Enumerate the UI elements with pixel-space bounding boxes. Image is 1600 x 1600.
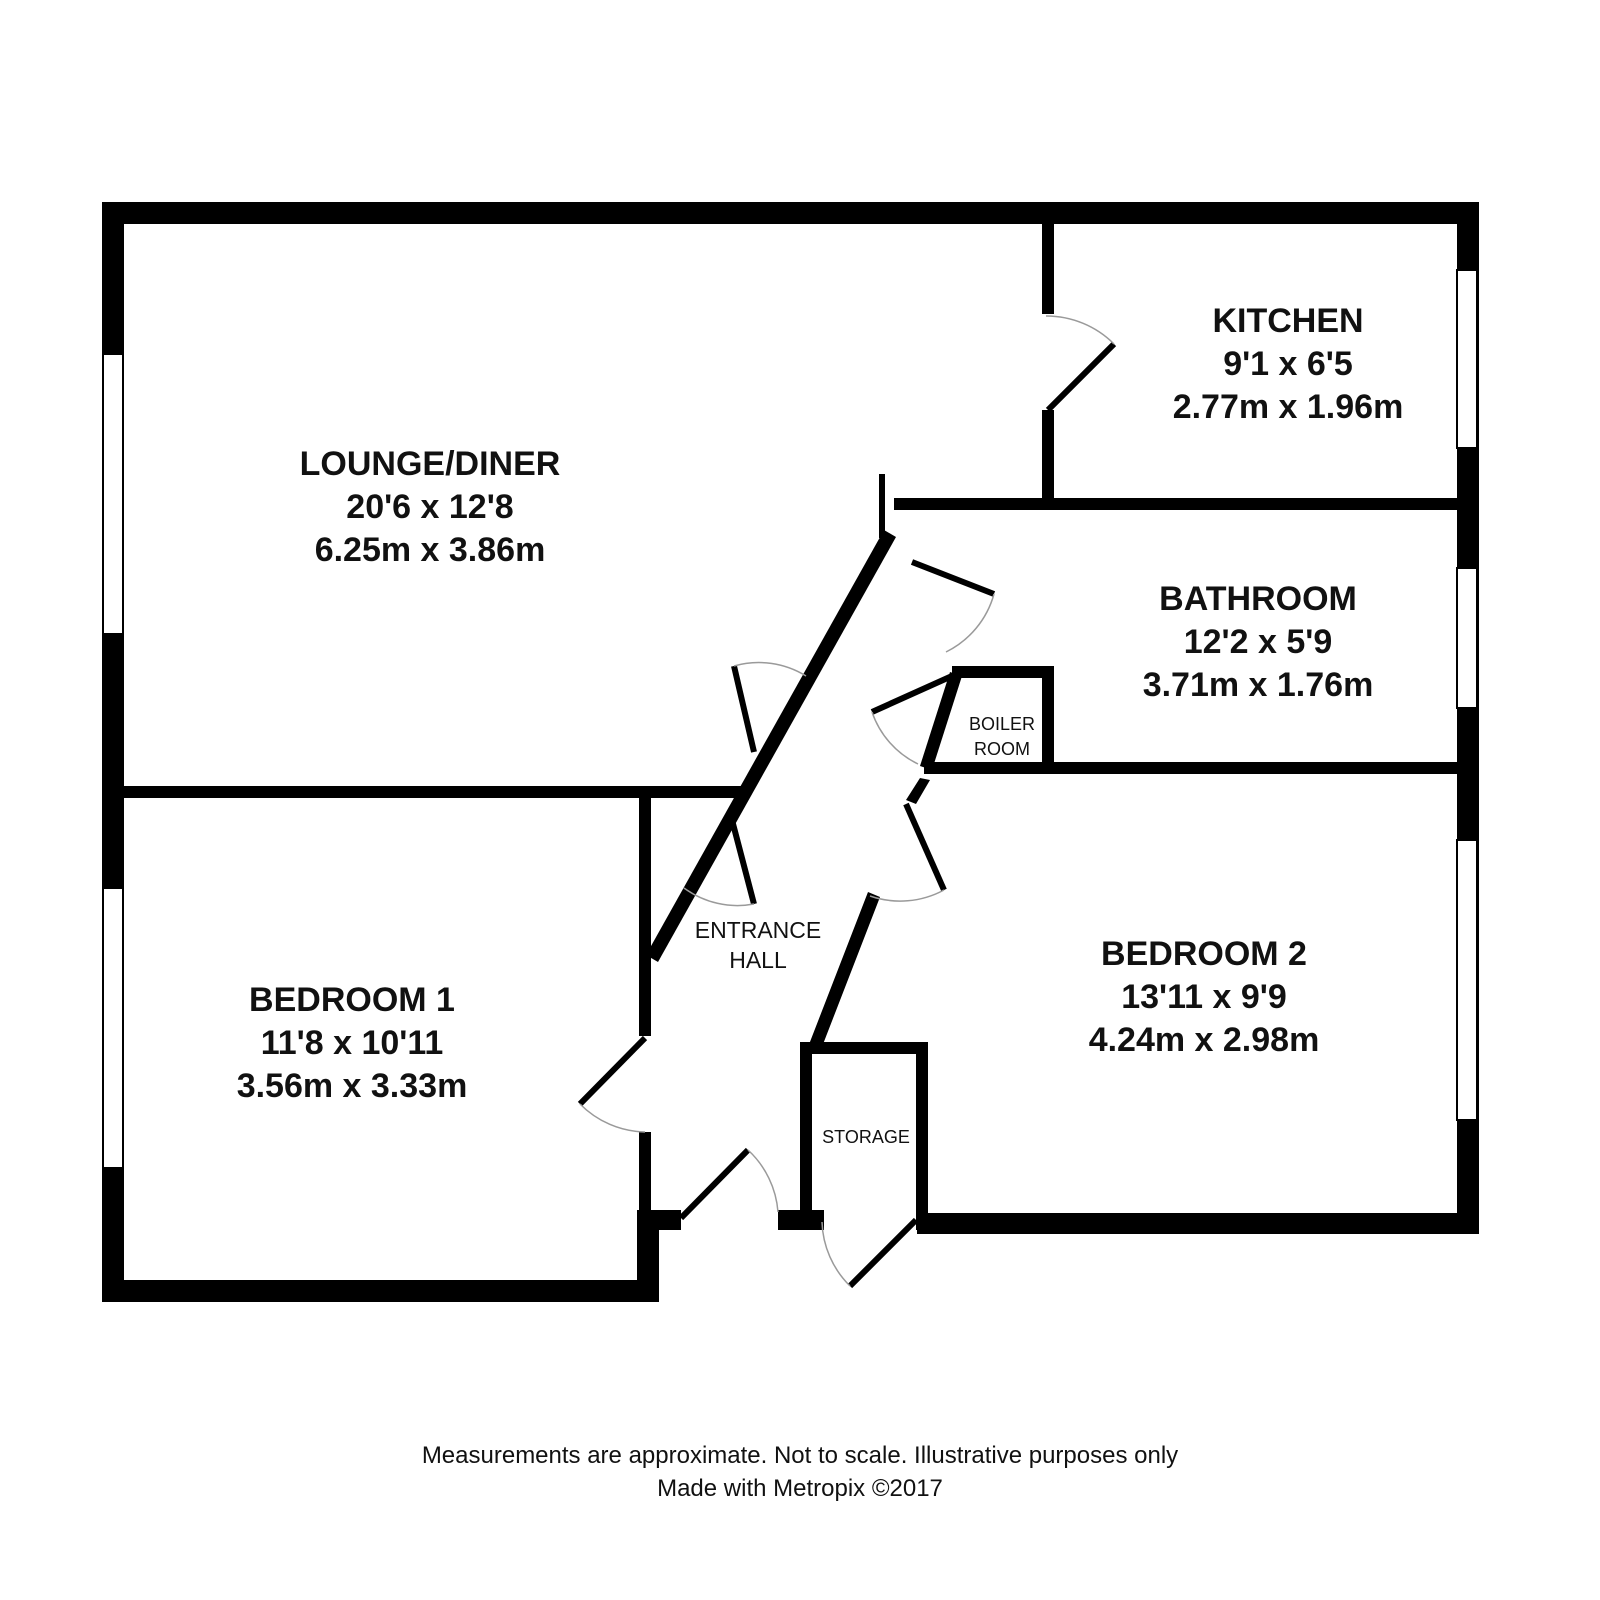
room-bathroom: BATHROOM 12'2 x 5'9 3.71m x 1.76m (1143, 580, 1374, 704)
room-storage-name: STORAGE (822, 1127, 910, 1147)
room-hall-line1: ENTRANCE (695, 917, 822, 943)
room-kitchen-imperial: 9'1 x 6'5 (1223, 345, 1353, 383)
room-storage: STORAGE (822, 1127, 910, 1147)
room-bathroom-metric: 3.71m x 1.76m (1143, 666, 1374, 704)
room-kitchen-metric: 2.77m x 1.96m (1173, 388, 1404, 426)
room-bedroom1: BEDROOM 1 11'8 x 10'11 3.56m x 3.33m (237, 981, 468, 1105)
room-boiler-line2: ROOM (974, 739, 1030, 759)
window-bathroom (1456, 567, 1478, 709)
doors (577, 315, 1117, 1289)
room-lounge-name: LOUNGE/DINER (300, 445, 561, 483)
window-lounge (102, 353, 124, 635)
windows (102, 269, 1478, 1169)
room-kitchen: KITCHEN 9'1 x 6'5 2.77m x 1.96m (1173, 302, 1404, 426)
room-bedroom2-imperial: 13'11 x 9'9 (1121, 978, 1287, 1016)
window-bedroom2 (1456, 839, 1478, 1121)
room-bedroom1-imperial: 11'8 x 10'11 (261, 1024, 444, 1062)
room-lounge: LOUNGE/DINER 20'6 x 12'8 6.25m x 3.86m (300, 445, 561, 569)
disclaimer-text: Measurements are approximate. Not to sca… (421, 1442, 1179, 1469)
room-hall-line2: HALL (729, 947, 787, 973)
room-boiler: BOILER ROOM (969, 714, 1035, 759)
window-kitchen (1456, 269, 1478, 449)
room-boiler-line1: BOILER (969, 714, 1035, 734)
room-lounge-metric: 6.25m x 3.86m (315, 531, 546, 569)
room-bedroom1-metric: 3.56m x 3.33m (237, 1067, 468, 1105)
room-kitchen-name: KITCHEN (1212, 302, 1363, 340)
room-hall: ENTRANCE HALL (695, 917, 822, 973)
room-lounge-imperial: 20'6 x 12'8 (346, 488, 513, 526)
window-bedroom1 (102, 887, 124, 1169)
room-bedroom2-name: BEDROOM 2 (1101, 935, 1307, 973)
room-bedroom1-name: BEDROOM 1 (249, 981, 455, 1019)
interior-walls (122, 222, 1459, 1230)
credit-text: Made with Metropix ©2017 (657, 1475, 943, 1502)
room-bedroom2-metric: 4.24m x 2.98m (1089, 1021, 1320, 1059)
room-bathroom-name: BATHROOM (1159, 580, 1357, 618)
room-bedroom2: BEDROOM 2 13'11 x 9'9 4.24m x 2.98m (1089, 935, 1320, 1059)
room-bathroom-imperial: 12'2 x 5'9 (1184, 623, 1333, 661)
